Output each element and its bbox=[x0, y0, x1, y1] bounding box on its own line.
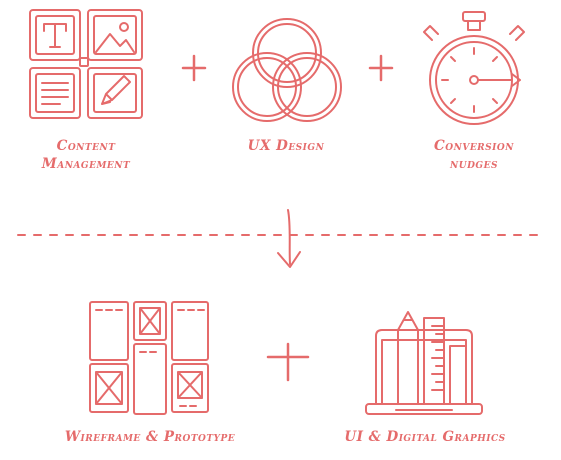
design-tools-icon bbox=[365, 311, 483, 415]
label-line: Wireframe & Prototype bbox=[64, 429, 236, 445]
plus-sign bbox=[181, 54, 207, 82]
label-line: Content bbox=[56, 138, 116, 154]
label-content-management: Content Management bbox=[0, 137, 172, 173]
down-arrow-icon bbox=[277, 209, 301, 268]
wireframe-grid-icon bbox=[89, 301, 209, 415]
label-line: UX Design bbox=[247, 138, 325, 154]
label-wireframe-prototype: Wireframe & Prototype bbox=[20, 428, 280, 446]
label-line: UI & Digital Graphics bbox=[344, 429, 506, 445]
label-line: nudges bbox=[450, 156, 498, 172]
stopwatch-icon bbox=[423, 11, 525, 125]
label-line: Conversion bbox=[434, 138, 514, 154]
label-line: Management bbox=[41, 156, 131, 172]
label-conversion-nudges: Conversion nudges bbox=[394, 137, 554, 173]
label-ux-design: UX Design bbox=[206, 137, 366, 155]
plus-sign bbox=[266, 342, 310, 382]
content-layout-icon bbox=[29, 9, 143, 119]
venn-circles-icon bbox=[232, 18, 342, 122]
label-ui-digital-graphics: UI & Digital Graphics bbox=[300, 428, 550, 446]
plus-sign bbox=[368, 54, 394, 82]
